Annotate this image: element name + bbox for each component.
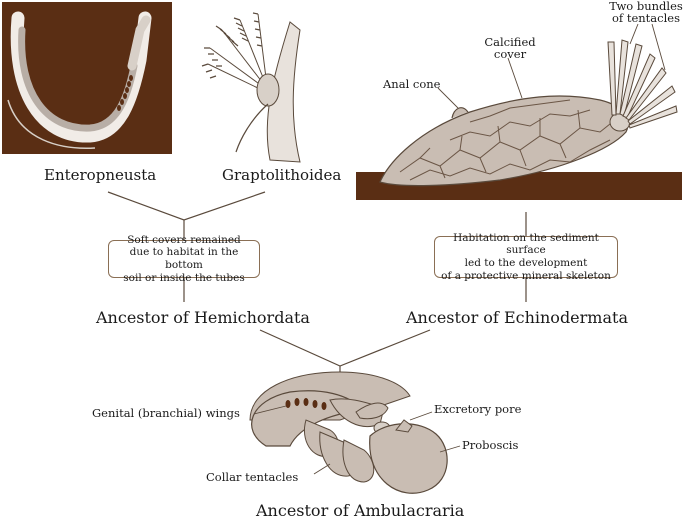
- worm-proboscis: [127, 15, 151, 71]
- two-bundles-line1: Two bundles: [609, 0, 683, 13]
- zooid-body: [256, 73, 280, 107]
- label-collar-tentacles: Collar tentacles: [206, 470, 299, 484]
- ambulacraria-leaders: [253, 405, 461, 475]
- label-anal-cone: Anal cone: [383, 77, 441, 91]
- tube: [266, 21, 301, 163]
- note-hemi-line1: Soft covers remained: [127, 233, 241, 246]
- echinoderm-leaders: [437, 23, 666, 109]
- wing-openings: [285, 398, 327, 410]
- note-echinodermata: Habitation on the sediment surface led t…: [434, 232, 618, 282]
- label-graptolithoidea: Graptolithoidea: [222, 166, 342, 184]
- note-hemi-line3: soil or inside the tubes: [123, 271, 245, 284]
- label-ancestor-ambulacraria: Ancestor of Ambulacraria: [256, 501, 465, 520]
- plate-pattern: [399, 99, 616, 181]
- excretory-pore-shape: [395, 419, 413, 433]
- calcified-cover-line2: cover: [493, 47, 527, 62]
- ambulacraria-illustration: [249, 371, 461, 494]
- note-hemichordata: Soft covers remained due to habitat in t…: [108, 234, 260, 284]
- gill-slits: [117, 75, 133, 111]
- phylogeny-lines: [107, 191, 527, 386]
- note-echino-line3: of a protective mineral skeleton: [441, 269, 611, 282]
- calcified-cover-line1: Calcified: [484, 35, 536, 49]
- label-proboscis: Proboscis: [462, 438, 519, 452]
- two-bundles-line2: of tentacles: [612, 11, 680, 26]
- label-two-bundles: Two bundles of tentacles: [607, 0, 685, 24]
- proboscis-shape: [369, 423, 448, 494]
- note-hemi-line2: due to habitat in the bottom: [129, 246, 239, 271]
- u-burrow: [10, 11, 152, 143]
- graptolithoidea-illustration: [201, 12, 301, 163]
- label-enteropneusta: Enteropneusta: [44, 166, 157, 184]
- label-genital-wings: Genital (branchial) wings: [92, 406, 240, 420]
- tentacle-bundles: [607, 39, 678, 129]
- echinoderm-illustration: [356, 39, 682, 200]
- note-echino-line1: Habitation on the sediment surface: [453, 231, 599, 257]
- note-echino-line2: led to the development: [464, 257, 588, 269]
- tentacle-arms: [207, 13, 267, 91]
- anal-cone: [451, 107, 469, 119]
- label-ancestor-hemichordata: Ancestor of Hemichordata: [96, 308, 310, 327]
- label-excretory-pore: Excretory pore: [434, 402, 522, 416]
- enteropneusta-illustration: [2, 2, 172, 154]
- label-ancestor-echinodermata: Ancestor of Echinodermata: [406, 308, 628, 327]
- worm-tail: [7, 99, 96, 149]
- stolon: [235, 103, 269, 153]
- collar-tentacle-arms: [304, 402, 389, 483]
- pinnules: [201, 12, 263, 79]
- label-calcified-cover: Calcified cover: [480, 36, 540, 60]
